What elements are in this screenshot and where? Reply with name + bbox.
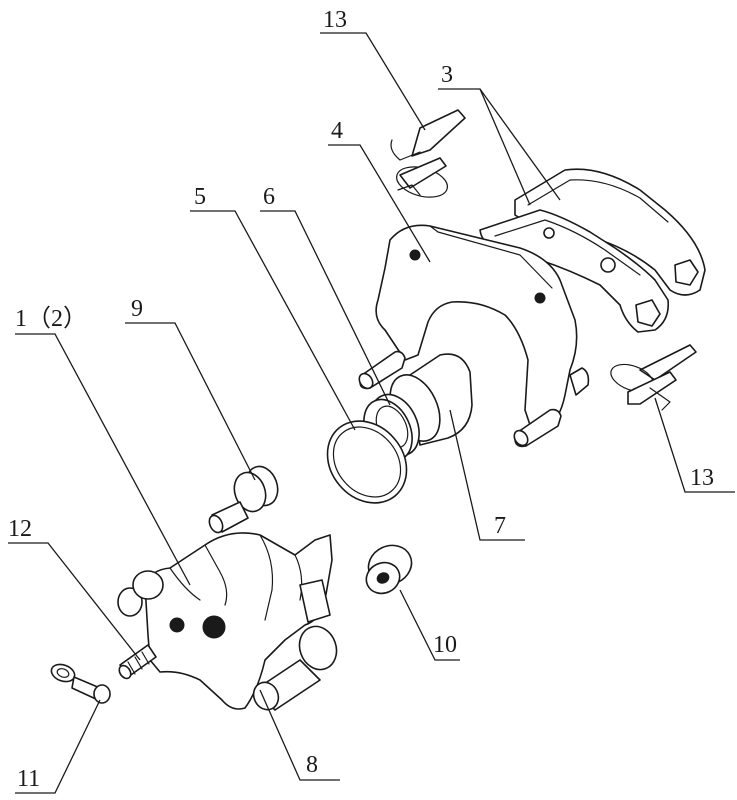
callout-11: 12: [8, 516, 32, 542]
piston-seal-part-5: [326, 420, 408, 504]
caliper-body-part-1: [117, 532, 338, 711]
callout-7: 7: [494, 513, 506, 539]
callout-4: 4: [331, 118, 343, 144]
leader-lines: [8, 32, 735, 794]
piston-part-7: [389, 353, 473, 446]
caliper-bracket-part-4: [358, 224, 590, 448]
callout-6: 6: [263, 184, 275, 210]
callout-10: 8: [306, 752, 318, 778]
callout-1-2: 1（2）: [15, 306, 87, 332]
callout-13-top: 13: [323, 7, 347, 33]
bushing-part-9: [365, 544, 413, 595]
callout-3: 3: [441, 62, 453, 88]
pad-spring-clip-top-part-13: [390, 109, 466, 198]
callout-13-right: 13: [690, 465, 714, 491]
pad-spring-clip-right-part-13: [610, 344, 697, 411]
banjo-bolt-part-12: [50, 663, 111, 704]
callout-8: 9: [131, 296, 143, 322]
pin-boot-part-8: [208, 465, 279, 534]
callout-5: 5: [194, 184, 206, 210]
brake-pads-part-3: [479, 168, 706, 333]
bleeder-valve-part-11: [118, 644, 157, 680]
callout-labels: 13 3 4 5 6 9 1（2） 12 7 13 10 8 11: [8, 7, 714, 792]
callout-12: 11: [17, 766, 40, 792]
callout-9: 10: [433, 632, 457, 658]
